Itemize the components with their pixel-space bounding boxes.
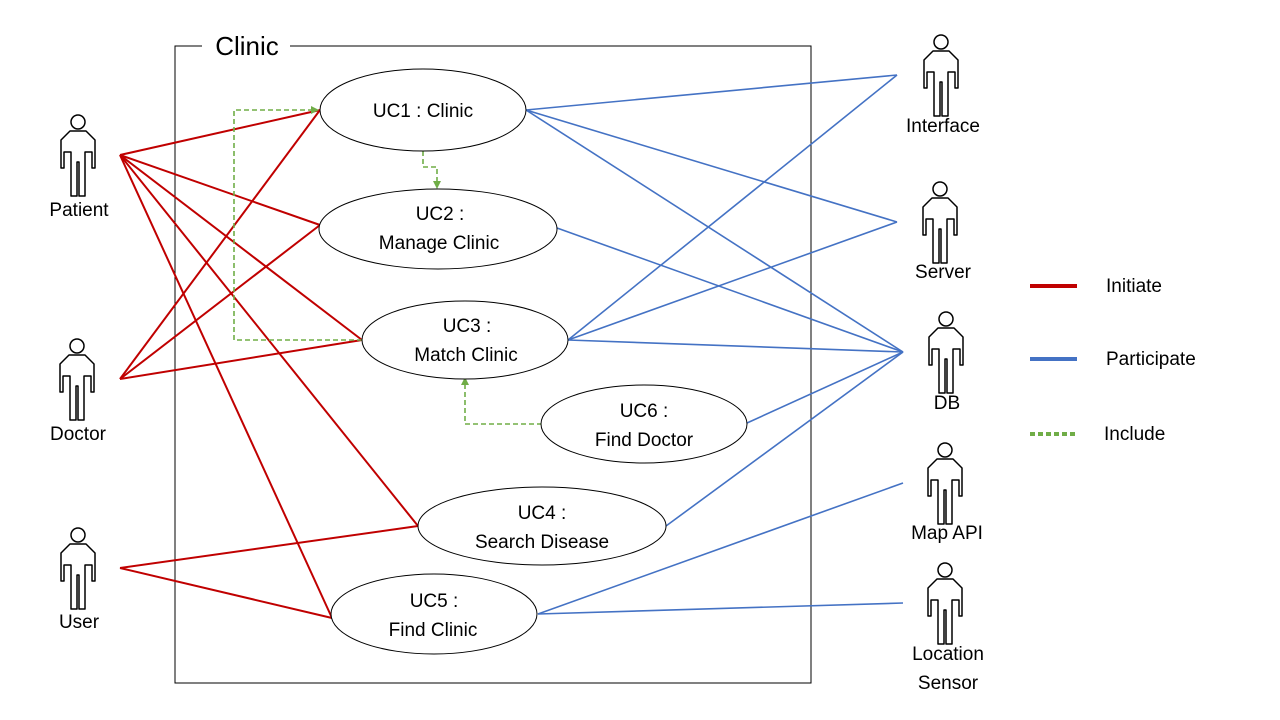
initiate-lines [119, 109, 419, 619]
actor-location-sensor: Location Sensor [912, 562, 984, 694]
uc3-label-line1: UC3 : [443, 316, 492, 337]
server-person-icon [922, 181, 958, 264]
uc3-interface-line [567, 74, 898, 341]
user-uc5-line [119, 567, 333, 619]
uc4-db-line [665, 351, 904, 527]
db-person-icon [928, 311, 964, 394]
uc3-ellipse [361, 300, 569, 380]
legend: Initiate Participate Include [1030, 276, 1196, 445]
uc2-db-line [556, 227, 904, 353]
doctor-uc3-line [119, 339, 363, 380]
patient-uc3-line [119, 154, 363, 341]
server-label: Server [915, 262, 972, 283]
map-api-person-icon [927, 442, 963, 525]
map-api-label: Map API [911, 523, 983, 544]
uc3-label-line2: Match Clinic [414, 345, 517, 366]
doctor-label: Doctor [50, 424, 107, 445]
interface-label: Interface [906, 116, 980, 137]
uc6-label-line1: UC6 : [620, 401, 669, 422]
arrow-to-uc2 [433, 181, 441, 189]
include-connectors [233, 109, 542, 425]
patient-person-icon [60, 114, 96, 197]
location-sensor-label-line1: Location [912, 644, 984, 665]
uc2-ellipse [318, 188, 558, 270]
legend-include-label: Include [1104, 424, 1165, 445]
location-sensor-person-icon [927, 562, 963, 645]
patient-uc5-line [119, 154, 333, 619]
interface-person-icon [923, 34, 959, 117]
include-arrowheads [311, 106, 469, 385]
arrow-to-uc3 [461, 377, 469, 385]
uc3-include-uc1-connector [233, 109, 362, 341]
use-case-uc4: UC4 : Search Disease [417, 486, 667, 566]
system-title: Clinic [215, 31, 279, 61]
patient-label: Patient [49, 200, 109, 221]
uc1-label: UC1 : Clinic [373, 101, 473, 122]
participate-lines [525, 74, 904, 615]
actor-server: Server [915, 181, 972, 283]
uc6-include-uc3-connector [464, 384, 542, 425]
use-case-uc5: UC5 : Find Clinic [330, 573, 538, 655]
uc6-ellipse [540, 384, 748, 464]
uc5-label-line1: UC5 : [410, 591, 459, 612]
db-label: DB [934, 393, 960, 414]
uc5-ellipse [330, 573, 538, 655]
legend-initiate-label: Initiate [1106, 276, 1162, 297]
doctor-uc1-line [119, 109, 321, 380]
uc4-label-line1: UC4 : [518, 503, 567, 524]
uc5-label-line2: Find Clinic [389, 620, 478, 641]
patient-uc1-line [119, 109, 321, 156]
actor-user: User [59, 527, 100, 633]
uc5-mapapi-line [537, 482, 904, 615]
location-sensor-label-line2: Sensor [918, 673, 979, 694]
doctor-person-icon [59, 338, 95, 421]
uc4-ellipse [417, 486, 667, 566]
actor-map-api: Map API [911, 442, 983, 544]
uc6-label-line2: Find Doctor [595, 430, 694, 451]
uc4-label-line2: Search Disease [475, 532, 609, 553]
doctor-uc2-line [119, 224, 321, 380]
user-label: User [59, 612, 100, 633]
uc3-db-line [567, 339, 904, 353]
user-uc4-line [119, 525, 419, 569]
use-case-uc2: UC2 : Manage Clinic [318, 188, 558, 270]
system-title-backdrop [202, 30, 290, 60]
uc1-ellipse [319, 68, 527, 152]
uc2-label-line2: Manage Clinic [379, 233, 499, 254]
arrow-to-uc1 [311, 106, 319, 114]
uc6-db-line [746, 351, 904, 424]
legend-participate-label: Participate [1106, 349, 1196, 370]
uc1-server-line [525, 109, 898, 223]
actor-patient: Patient [49, 114, 109, 221]
actor-doctor: Doctor [50, 338, 107, 445]
use-case-uc6: UC6 : Find Doctor [540, 384, 748, 464]
uc2-label-line1: UC2 : [416, 204, 465, 225]
user-person-icon [60, 527, 96, 610]
patient-uc2-line [119, 154, 321, 226]
uc1-interface-line [525, 74, 898, 111]
use-case-uc1: UC1 : Clinic [319, 68, 527, 152]
uc1-db-line [525, 109, 904, 353]
system-boundary [174, 45, 812, 684]
use-case-uc3: UC3 : Match Clinic [361, 300, 569, 380]
uc3-server-line [567, 221, 898, 341]
uc5-location-line [537, 602, 904, 615]
actor-db: DB [928, 311, 964, 414]
uc1-include-uc2-connector [422, 151, 438, 182]
actor-interface: Interface [906, 34, 980, 137]
